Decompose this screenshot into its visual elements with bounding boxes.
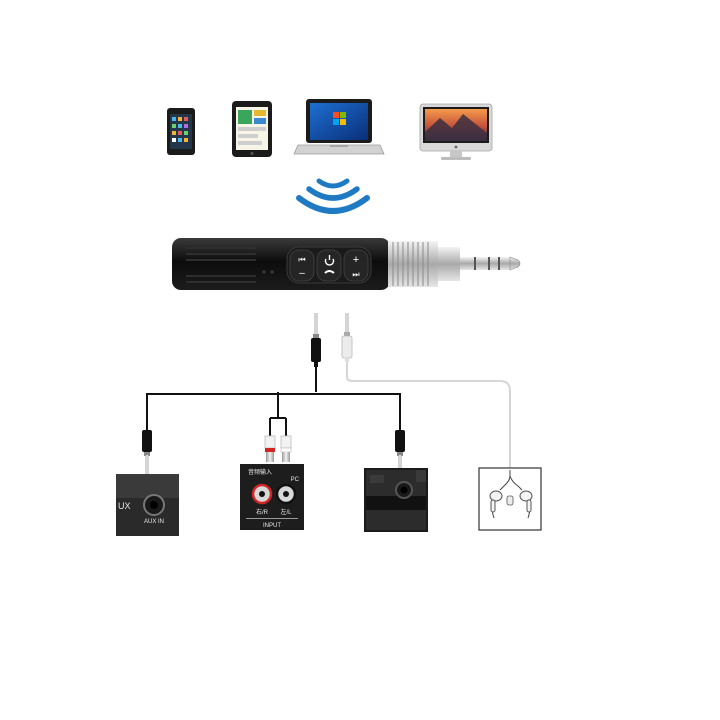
aux-label: UX [118,501,131,511]
speaker-panel-icon [364,468,428,532]
bluetooth-receiver-icon: ⏮ – + ⏭ [172,238,521,290]
black-cable-tree [146,366,401,438]
aux-plug-car [142,430,152,476]
white-cable [346,362,511,470]
rca-plugs [264,435,292,462]
aux-in-label: AUX IN [144,519,164,525]
amplifier-rca-panel: 音频输入 PC 右/R 左/L INPUT [240,464,304,530]
prev-track-icon: ⏮ [298,255,305,264]
receiver-button-panel: ⏮ – + ⏭ [286,246,372,284]
input-label: INPUT [263,523,281,529]
pc-label: PC [291,477,300,483]
earphone-cable-plug [341,313,353,362]
right-channel-label: 右/R [256,508,269,516]
aux-cable-plug [311,313,321,367]
aux-plug-speaker [395,430,405,477]
volume-up-icon: + [353,254,359,266]
power-phone-icon [324,255,335,274]
tablet-icon [232,101,272,157]
smartphone-icon [167,108,195,155]
car-aux-panel: UX AUX IN [116,474,179,536]
audio-input-label: 音频输入 [248,468,272,476]
next-track-icon: ⏭ [352,270,359,279]
earphones-icon [478,467,542,531]
desktop-monitor-icon [419,103,493,160]
volume-down-icon: – [299,268,305,279]
wifi-signal-icon [296,178,370,214]
left-channel-label: 左/L [280,508,292,516]
laptop-icon [293,99,385,155]
